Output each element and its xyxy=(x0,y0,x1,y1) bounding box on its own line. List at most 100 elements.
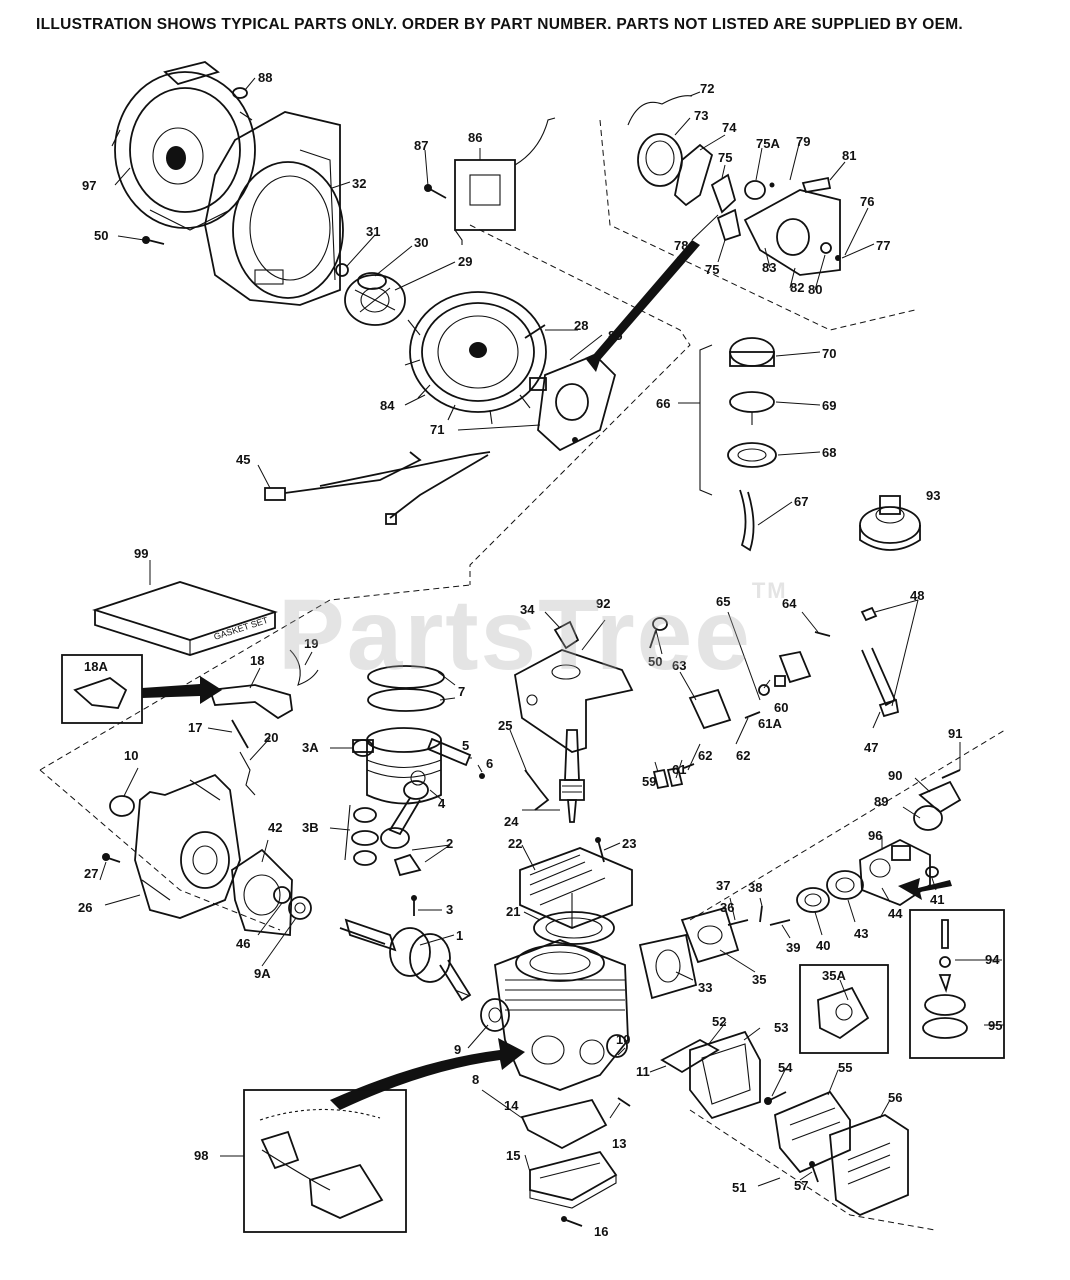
fasteners-36-39 xyxy=(727,905,791,926)
callout-80: 80 xyxy=(808,282,822,297)
callout-97: 97 xyxy=(82,178,96,193)
callout-5: 5 xyxy=(462,738,469,753)
callout-61: 61 xyxy=(672,762,686,777)
callout-10-right: 10 xyxy=(616,1032,630,1047)
callout-3: 3 xyxy=(446,902,453,917)
screw-57 xyxy=(809,1161,819,1183)
callout-11: 11 xyxy=(636,1064,650,1079)
callout-68: 68 xyxy=(822,445,836,460)
callout-35: 35 xyxy=(752,972,766,987)
callout-92: 92 xyxy=(596,596,610,611)
callout-98: 98 xyxy=(194,1148,208,1163)
callout-18: 18 xyxy=(250,653,264,668)
callout-16: 16 xyxy=(594,1224,608,1239)
callout-9A: 9A xyxy=(254,966,271,981)
carburetor-44 xyxy=(859,838,952,907)
callout-89: 89 xyxy=(874,794,888,809)
big-arrow-98 xyxy=(330,1038,525,1110)
crankcase-cover-26 xyxy=(134,773,241,919)
callout-7: 7 xyxy=(458,684,465,699)
callout-73: 73 xyxy=(694,108,708,123)
callout-60: 60 xyxy=(774,700,788,715)
starter-cup-29 xyxy=(344,274,406,326)
inset-18A xyxy=(61,654,222,724)
washer-10 xyxy=(109,795,135,817)
callout-45: 45 xyxy=(236,452,250,467)
callout-47: 47 xyxy=(864,740,878,755)
blower-housing xyxy=(204,111,344,306)
callout-2: 2 xyxy=(446,836,453,851)
callout-36: 36 xyxy=(720,900,734,915)
breaker-plate-71 xyxy=(537,353,617,452)
callout-39: 39 xyxy=(786,940,800,955)
gaskets-40-43 xyxy=(796,870,864,913)
callout-6: 6 xyxy=(486,756,493,771)
callout-28: 28 xyxy=(574,318,588,333)
nut-31-washer-30 xyxy=(335,263,387,290)
callout-71: 71 xyxy=(430,422,444,437)
cylinder-block-8 xyxy=(494,939,629,1091)
callout-26: 26 xyxy=(78,900,92,915)
ignition-coil xyxy=(454,117,556,245)
callout-27: 27 xyxy=(84,866,98,881)
callout-77: 77 xyxy=(876,238,890,253)
callout-59: 59 xyxy=(642,774,656,789)
callout-69: 69 xyxy=(822,398,836,413)
callout-81: 81 xyxy=(842,148,856,163)
callout-24: 24 xyxy=(504,814,519,829)
baffle-55 xyxy=(774,1090,851,1174)
elbow-34 xyxy=(553,620,580,650)
gasket-52 xyxy=(660,1038,720,1074)
callout-3A: 3A xyxy=(302,740,319,755)
callout-75-top: 75 xyxy=(718,150,732,165)
callout-3B: 3B xyxy=(302,820,319,835)
callout-13: 13 xyxy=(612,1136,626,1151)
callout-43: 43 xyxy=(854,926,868,941)
callout-54: 54 xyxy=(778,1060,793,1075)
callout-35A: 35A xyxy=(822,968,846,983)
callout-31: 31 xyxy=(366,224,380,239)
bearings-3B xyxy=(344,804,379,866)
callout-87: 87 xyxy=(414,138,428,153)
callout-96: 96 xyxy=(868,828,882,843)
callout-51: 51 xyxy=(732,1180,746,1195)
muffler-body-53 xyxy=(689,1030,761,1120)
callout-66: 66 xyxy=(656,396,670,411)
callout-95: 95 xyxy=(988,1018,1002,1033)
callout-86: 86 xyxy=(468,130,482,145)
callout-72: 72 xyxy=(700,81,714,96)
callout-20: 20 xyxy=(264,730,278,745)
callout-94: 94 xyxy=(985,952,1000,967)
callout-76: 76 xyxy=(860,194,874,209)
bracket-64 xyxy=(778,631,831,684)
assembly-boundaries xyxy=(39,119,1006,1231)
parts-notice: ILLUSTRATION SHOWS TYPICAL PARTS ONLY. O… xyxy=(36,16,964,33)
screw-88 xyxy=(232,87,248,99)
callout-50-shroud: 50 xyxy=(648,654,662,669)
crankshaft-1 xyxy=(339,918,472,1002)
callout-4: 4 xyxy=(438,796,446,811)
callout-75-bottom: 75 xyxy=(705,262,719,277)
flywheel-key-85-screw-28 xyxy=(524,324,547,391)
callout-75A: 75A xyxy=(756,136,780,151)
callout-62-right: 62 xyxy=(736,748,750,763)
callout-74: 74 xyxy=(722,120,737,135)
callout-90: 90 xyxy=(888,768,902,783)
muffler-cover-56 xyxy=(829,1114,909,1217)
screw-27 xyxy=(102,853,121,863)
callout-57: 57 xyxy=(794,1178,808,1193)
exhaust-plate-35 xyxy=(680,906,740,964)
screw-87 xyxy=(424,184,447,199)
fuel-line-47 xyxy=(860,606,900,718)
callout-numbers: 88 97 50 32 31 30 29 87 86 84 28 85 71 4… xyxy=(78,70,1002,1239)
stud-13 xyxy=(617,1097,631,1107)
callout-99: 99 xyxy=(134,546,148,561)
callout-93: 93 xyxy=(926,488,940,503)
callout-46: 46 xyxy=(236,936,250,951)
breaker-box-parts xyxy=(627,95,841,276)
callout-37: 37 xyxy=(716,878,730,893)
callout-62-left: 62 xyxy=(698,748,712,763)
watermark-text: PartsTree xyxy=(278,579,752,691)
fuel-cap-93 xyxy=(859,495,921,551)
bracket-25 xyxy=(524,769,550,811)
